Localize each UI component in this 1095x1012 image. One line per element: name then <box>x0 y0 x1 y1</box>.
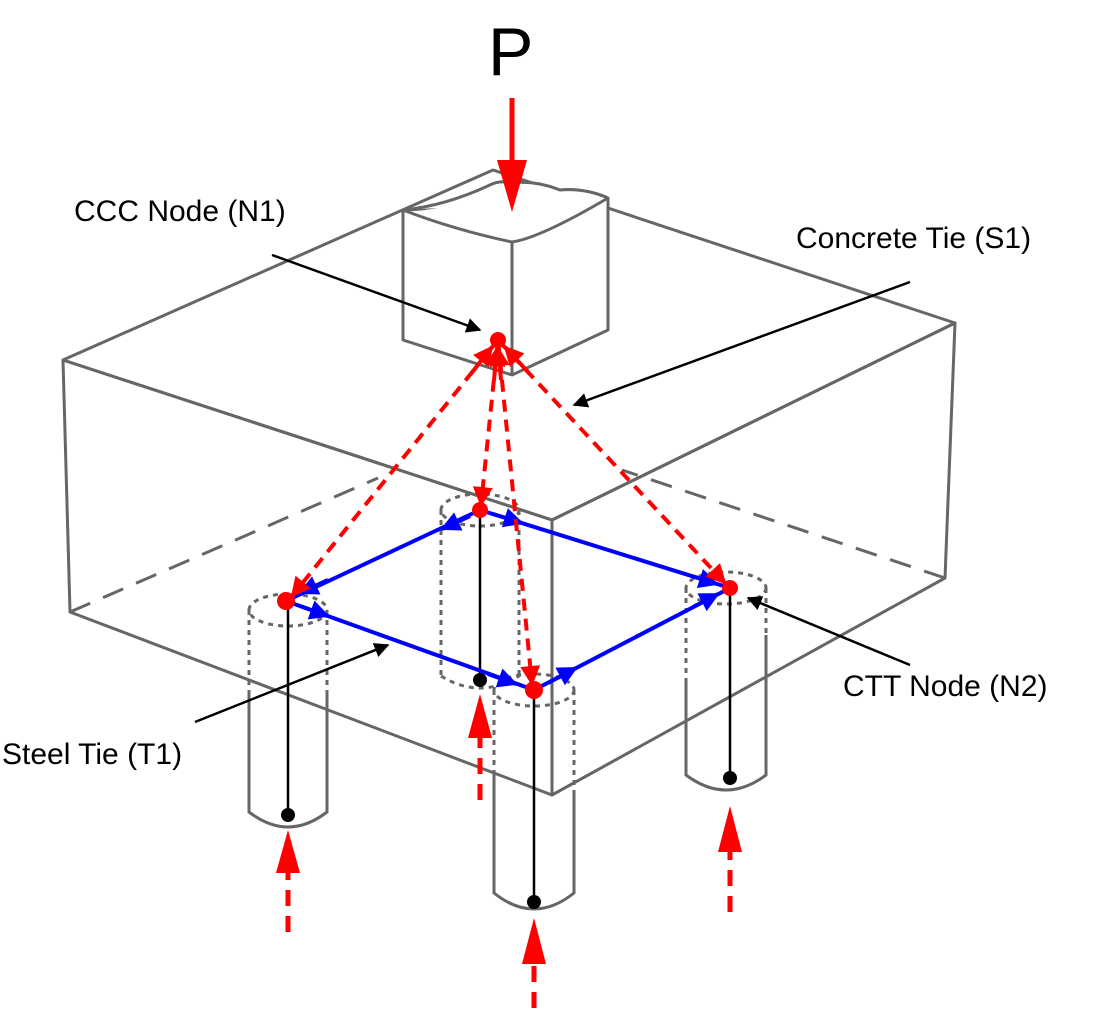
pile-base-node-right <box>723 771 737 785</box>
strut-front <box>496 339 541 686</box>
pile-base-node-front <box>527 895 541 909</box>
reaction-front <box>522 918 546 1008</box>
tie-arrow-8 <box>692 592 720 612</box>
leader-concrete-tie <box>572 280 911 408</box>
tie-arrow-4 <box>691 568 719 589</box>
load-arrow-head <box>497 160 527 212</box>
nodes <box>277 332 738 699</box>
tie-arrow-6 <box>487 668 518 688</box>
leader-lines <box>194 253 911 724</box>
leader-ctt-node <box>746 596 911 667</box>
node-right <box>722 580 738 596</box>
piles <box>247 492 768 911</box>
column-stub-break <box>402 196 609 244</box>
pile-base-node-left <box>281 808 295 822</box>
hidden-edge-right <box>621 468 946 580</box>
tie-arrow-5 <box>299 600 330 620</box>
load-arrow <box>497 98 527 212</box>
reaction-left <box>276 830 300 932</box>
node-front <box>525 681 543 699</box>
strut-arrow-4 <box>503 345 530 374</box>
pile-left-body <box>247 690 329 829</box>
reaction-back <box>468 694 492 800</box>
steel-tie-arrows <box>298 508 720 688</box>
pile-axes <box>286 510 732 902</box>
concrete-tie-label: Concrete Tie (S1) <box>796 222 1032 255</box>
leader-ccc-node <box>271 253 482 333</box>
node-back <box>472 502 488 518</box>
tie-arrow-2 <box>440 512 471 531</box>
ccc-node-label: CCC Node (N1) <box>74 195 286 228</box>
steel-ties <box>285 508 731 692</box>
hidden-edge-left <box>69 476 379 614</box>
pile-base-nodes <box>281 673 737 909</box>
reaction-right <box>718 806 742 912</box>
leader-steel-tie <box>194 643 390 724</box>
tie-arrow-7 <box>547 666 578 686</box>
node-ccc <box>490 332 506 348</box>
concrete-struts <box>290 338 727 686</box>
ctt-node-label: CTT Node (N2) <box>843 670 1048 703</box>
hidden-edges <box>69 468 946 614</box>
pile-cap <box>61 168 957 797</box>
strut-arrow-3 <box>489 346 510 381</box>
pile-cap-right-face <box>551 321 957 797</box>
steel-tie-label: Steel Tie (T1) <box>2 738 183 771</box>
strut-right <box>496 338 727 585</box>
pile-right <box>684 570 768 792</box>
strut-left <box>290 338 500 598</box>
strut-node-arrows <box>468 345 530 381</box>
pile-right-body <box>684 635 768 792</box>
pile-reactions <box>276 694 742 1008</box>
load-label: P <box>488 14 534 90</box>
node-left <box>277 592 295 610</box>
pile-base-node-back <box>473 673 487 687</box>
